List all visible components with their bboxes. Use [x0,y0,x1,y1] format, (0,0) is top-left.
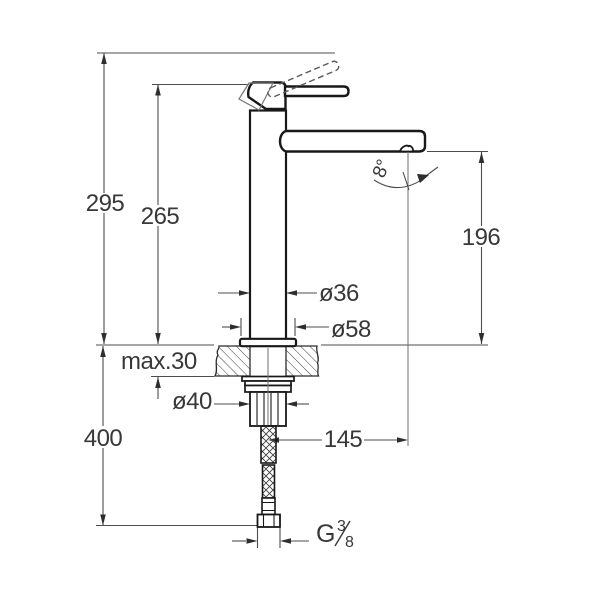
handle-lever [283,85,350,98]
arrow-max30 [155,377,161,388]
hose-lower [261,464,276,499]
supply-hose [260,425,277,499]
arrow-d58-right [295,324,306,330]
mounting-nut-ribs [256,393,279,425]
spout-angle-annotation: 8° [369,157,439,191]
dimension-arrowheads [100,53,485,544]
thread-numerator: 3 [337,518,346,535]
arrow-265-bottom [155,333,161,344]
dim-hose-length-label: 400 [84,425,123,452]
handle-lever-raised [267,60,340,98]
arrow-265-top [155,84,161,96]
dim-outlet-height-label: 196 [462,224,501,251]
thread-fraction-slash [334,520,351,547]
arrow-400-top [100,346,106,357]
dim-thread-label: G 3 8 [316,518,355,551]
handle-cap-raised-outline [238,82,274,111]
connector-hex-nut [256,513,281,528]
arrow-d40-right [286,401,297,407]
thread-prefix: G [316,520,335,548]
hose-ferrule [261,497,276,516]
arrow-196-top [478,152,485,163]
arrow-thread-left [246,538,258,544]
dim-angle-label: 8° [369,157,395,181]
arrow-d36-left [239,290,250,296]
dim-reach-label: 145 [324,426,363,453]
spout [278,129,427,153]
deck-right-block [285,345,320,377]
dim-total-height-label: 295 [86,190,125,217]
counter-deck [213,345,320,377]
arrow-d40-left [239,401,250,407]
dimension-labels: 295 265 196 max.30 400 ø36 ø58 ø40 145 G… [84,190,501,551]
arrow-295-top [101,53,107,64]
arrow-d36-right [286,290,297,296]
handle-lever-raised-outline [267,60,340,98]
arrow-angle [417,174,429,183]
angle-tick [402,171,410,191]
arrow-400-bottom [100,514,106,526]
dim-base-diameter-label: ø58 [331,316,371,343]
thread-denominator: 8 [345,534,354,551]
aerator [398,144,414,153]
hex-nut-body [256,513,281,528]
arrow-196-bottom [478,333,485,344]
arrow-thread-right [280,538,291,544]
dim-nut-diameter-label: ø40 [172,388,212,415]
arrow-295-bottom [101,333,107,344]
hose-upper [260,425,277,464]
dim-max-counter-label: max.30 [121,348,197,375]
dimension-lines [96,52,488,548]
deck-left-block [213,345,251,377]
axis-lines [267,152,409,446]
ferrule-body [261,497,276,516]
arrow-d58-left [230,324,241,330]
dim-body-height-label: 265 [141,203,180,230]
arrow-145-right [397,437,408,443]
body-column [248,109,288,348]
dim-body-diameter-label: ø36 [319,280,359,307]
base-flange [238,337,298,348]
